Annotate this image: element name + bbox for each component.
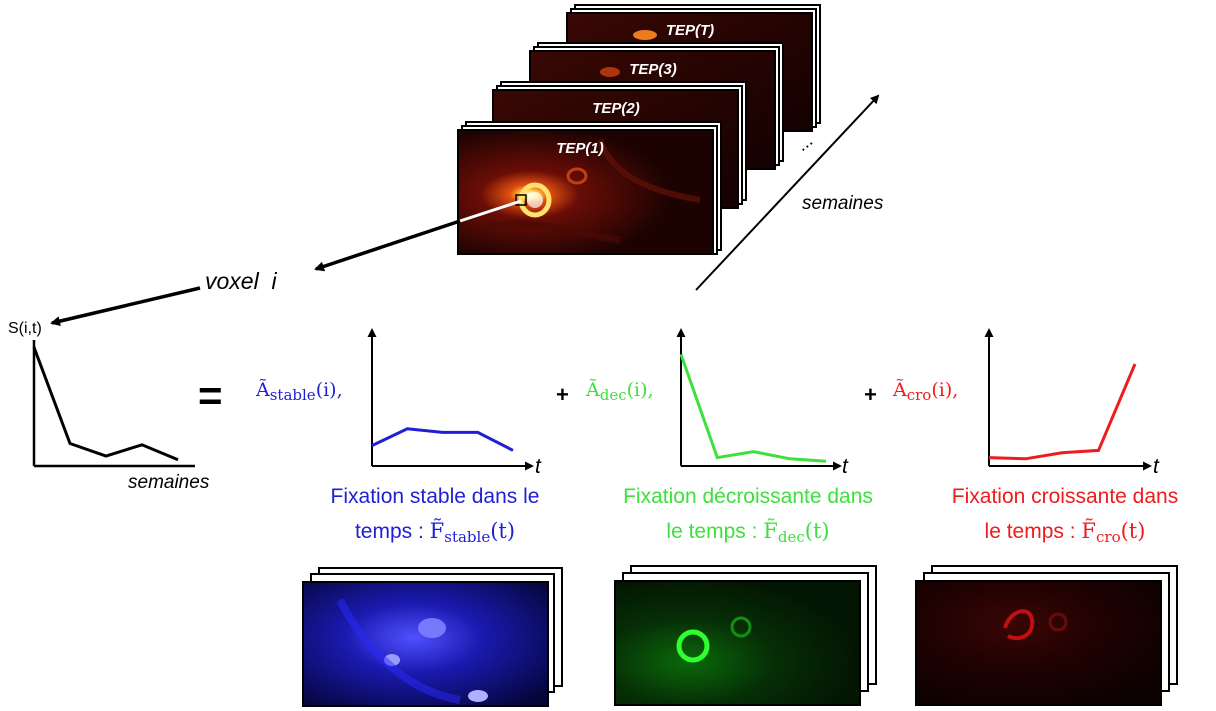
stable-axis-t: t [535, 455, 542, 478]
component-plot-stable: t [367, 328, 542, 478]
pet-frame-label-2: TEP(2) [592, 100, 640, 117]
pet-frame-label-1: TEP(1) [556, 140, 604, 157]
coef-stable-sub: stable [269, 386, 316, 404]
coef-dec-sub: dec [599, 386, 627, 404]
plus-sign-2: + [864, 382, 877, 407]
caption-cro-line1: Fixation croissante dans [951, 485, 1179, 508]
caption-dec-symbol: F̃ [763, 519, 778, 543]
voxel-label: voxel i [205, 268, 277, 294]
caption-cro-arg: (t) [1120, 519, 1146, 543]
caption-dec-prefix: le temps : [666, 520, 764, 543]
plus-sign-1: + [556, 382, 569, 407]
component-plot-cro: t [984, 328, 1160, 478]
coef-cro-sub: cro [906, 386, 932, 404]
signal-plot: S(i,t) semaines [8, 320, 210, 493]
caption-stable-sub: stable [444, 528, 491, 546]
caption-dec-sub: dec [777, 528, 805, 546]
component-plot-dec: t [676, 328, 849, 478]
signal-curve [32, 346, 179, 462]
image-stack-dec [614, 565, 877, 706]
caption-dec-line1: Fixation décroissante dans [623, 485, 873, 508]
caption-cro-symbol: F̃ [1081, 519, 1096, 543]
equals-sign: = [198, 372, 223, 419]
coef-cro-arg: (i), [931, 379, 959, 401]
dec-curve [679, 353, 827, 463]
signal-arrow [50, 286, 201, 327]
pet-frame-label-3: TEP(3) [629, 61, 677, 78]
time-axis-arrow [695, 94, 880, 291]
stack-ellipsis: ... [792, 130, 816, 155]
caption-cro-prefix: le temps : [984, 520, 1082, 543]
coefficient-dec: Ãdec(i), [586, 379, 654, 404]
caption-dec: Fixation décroissante dans le temps : F̃… [590, 480, 906, 554]
pet-stack: TEP(1) TEP(2) TEP(3) TEP(T) ... [457, 4, 821, 255]
pet-frame-1 [457, 121, 722, 255]
coefficient-stable: Ãstable(i), [256, 379, 343, 404]
stable-curve [371, 427, 514, 452]
caption-stable-prefix: temps : [354, 520, 430, 543]
image-stack-stable [302, 567, 563, 707]
voxel-pointer-line [459, 199, 522, 223]
caption-stable-symbol: F̃ [429, 519, 445, 543]
signal-ylabel: S(i,t) [8, 320, 42, 337]
coef-cro-symbol: Ã [893, 379, 907, 401]
coef-stable-symbol: Ã [256, 379, 270, 401]
pet-frame-label-T: TEP(T) [666, 22, 714, 39]
dec-axis-t: t [842, 455, 849, 478]
cro-curve [988, 363, 1137, 461]
caption-stable-line1: Fixation stable dans le [330, 485, 540, 508]
cro-axis-t: t [1153, 455, 1160, 478]
coef-dec-symbol: Ã [586, 379, 600, 401]
voxel-arrow [314, 219, 461, 272]
caption-cro: Fixation croissante dans le temps : F̃cr… [920, 480, 1210, 554]
coef-stable-arg: (i), [315, 379, 343, 401]
signal-xlabel: semaines [128, 472, 210, 493]
coef-dec-arg: (i), [626, 379, 654, 401]
image-stack-cro [915, 565, 1178, 706]
time-axis-label: semaines [802, 193, 884, 214]
coefficient-cro: Ãcro(i), [893, 379, 958, 404]
caption-cro-sub: cro [1096, 528, 1121, 546]
caption-stable: Fixation stable dans le temps : F̃stable… [302, 480, 568, 554]
caption-dec-arg: (t) [804, 519, 830, 543]
caption-stable-arg: (t) [490, 519, 516, 543]
